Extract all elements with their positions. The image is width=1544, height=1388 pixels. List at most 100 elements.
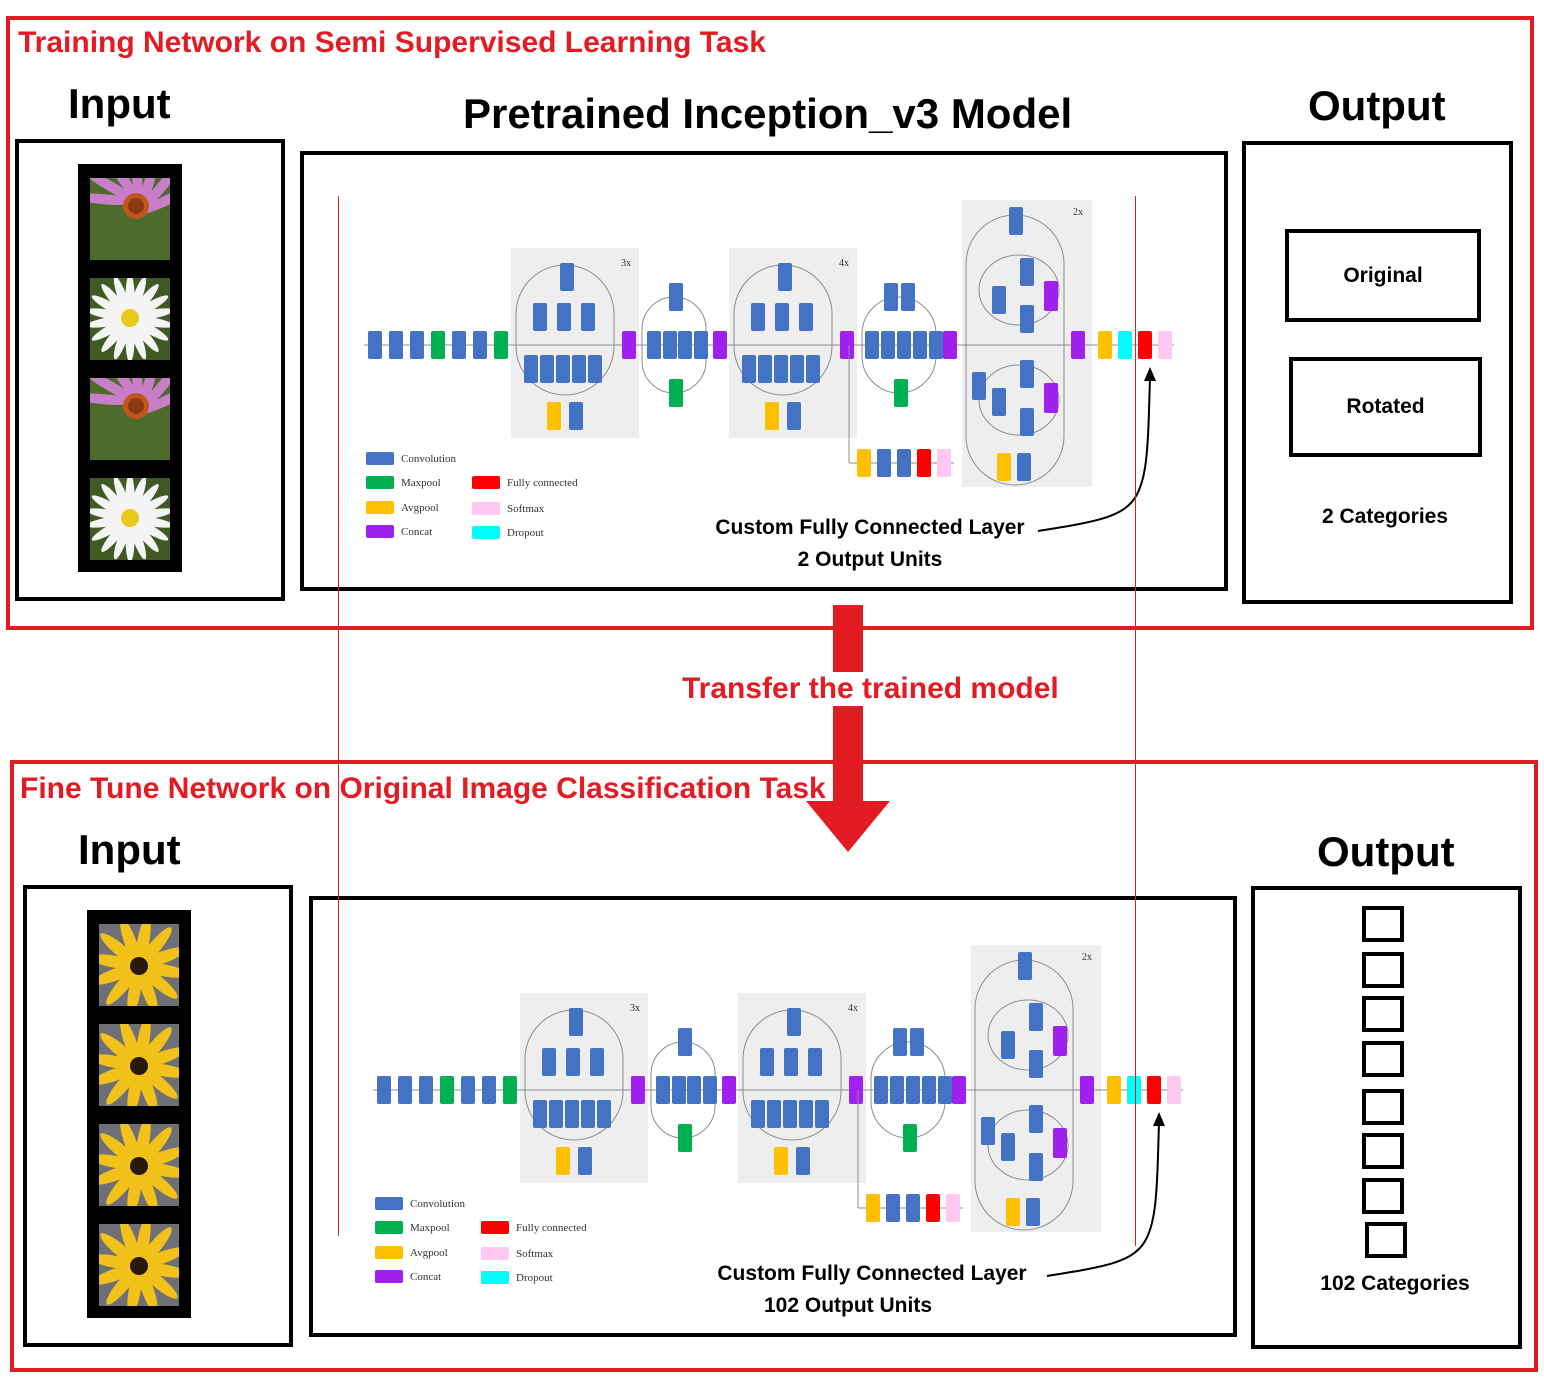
maxpool-block xyxy=(503,1076,517,1104)
petal xyxy=(90,193,139,206)
concat-block xyxy=(840,331,854,359)
petal xyxy=(102,378,143,407)
conv-block xyxy=(482,1076,496,1104)
flower-center xyxy=(128,398,144,414)
legend-label: Convolution xyxy=(410,1198,466,1210)
conv-block xyxy=(566,1048,580,1076)
conv-block xyxy=(540,355,554,383)
conv-block xyxy=(557,303,571,331)
repeat-label: 3x xyxy=(621,258,631,269)
training-stage-title: Training Network on Semi Supervised Lear… xyxy=(18,26,766,59)
petal xyxy=(90,178,141,205)
conv-block xyxy=(419,1076,433,1104)
category-box xyxy=(1362,996,1404,1032)
arrow-head xyxy=(1144,367,1156,381)
petal xyxy=(138,1263,179,1278)
petal xyxy=(140,378,161,412)
bottom-input-label: Input xyxy=(78,826,181,873)
petal xyxy=(129,515,170,528)
conv-block xyxy=(533,1100,547,1128)
conv-block xyxy=(884,283,898,311)
training-stage-panel xyxy=(6,16,1534,630)
conv-block xyxy=(922,1076,936,1104)
avgpool-block xyxy=(1006,1198,1020,1226)
conv-block xyxy=(542,1048,556,1076)
legend-swatch xyxy=(375,1246,403,1259)
softmax-block xyxy=(1167,1076,1181,1104)
petal xyxy=(138,1047,179,1068)
input-image-black-eyed-susan xyxy=(99,1124,179,1206)
conv-block xyxy=(775,303,789,331)
petal xyxy=(128,178,145,209)
petal xyxy=(90,393,139,406)
petal xyxy=(127,1165,142,1206)
top-input-filmstrip xyxy=(78,164,182,572)
top-custom-layer-units: 2 Output Units xyxy=(797,548,943,571)
conv-block xyxy=(569,1008,583,1036)
input-image-black-eyed-susan xyxy=(99,1024,179,1106)
conv-block xyxy=(669,283,683,311)
petal xyxy=(140,178,161,212)
petal xyxy=(138,1063,179,1078)
legend-label: Avgpool xyxy=(401,502,439,514)
guide-line-left xyxy=(338,196,339,1236)
conv-block xyxy=(1029,1050,1043,1078)
category-box xyxy=(1362,1089,1404,1125)
model-title: Pretrained Inception_v3 Model xyxy=(463,90,1073,137)
purple-coneflower-picture xyxy=(90,178,170,260)
concat-block xyxy=(713,331,727,359)
top-output-label: Output xyxy=(1308,82,1446,129)
flower-center xyxy=(130,957,148,975)
flower-center xyxy=(130,1057,148,1075)
petal xyxy=(128,478,147,519)
repeat-label: 2x xyxy=(1073,207,1083,218)
fine-tune-stage-panel xyxy=(10,760,1538,1372)
concat-block xyxy=(622,331,636,359)
conv-block xyxy=(774,355,788,383)
conv-block xyxy=(678,1028,692,1056)
flower-center xyxy=(130,1157,148,1175)
petal xyxy=(120,1024,141,1067)
fc-block xyxy=(926,1194,940,1222)
legend-label: Avgpool xyxy=(410,1247,448,1259)
petal xyxy=(138,1247,179,1268)
category-box xyxy=(1362,1178,1404,1214)
conv-block xyxy=(906,1194,920,1222)
petal xyxy=(120,924,141,967)
top-input-label: Input xyxy=(68,80,171,127)
conv-block xyxy=(806,355,820,383)
conv-block xyxy=(981,1117,995,1145)
conv-block xyxy=(569,402,583,430)
category-box xyxy=(1362,1133,1404,1169)
conv-block xyxy=(897,331,911,359)
petal xyxy=(100,1033,140,1067)
fc-block xyxy=(917,449,931,477)
bottom-output-label: Output xyxy=(1317,828,1455,875)
petal xyxy=(91,495,131,519)
conv-block xyxy=(815,1100,829,1128)
petal xyxy=(106,1165,140,1205)
petal xyxy=(106,965,140,1005)
black-eyed-susan-picture xyxy=(99,1224,179,1306)
concat-block xyxy=(849,1076,863,1104)
concat-block xyxy=(943,331,957,359)
fc-block xyxy=(1147,1076,1161,1104)
custom-layer-arrow xyxy=(1046,1121,1160,1277)
conv-block xyxy=(578,1147,592,1175)
bottom-custom-layer-units: 102 Output Units xyxy=(763,1294,932,1317)
top-custom-layer-label: Custom Fully Connected Layer xyxy=(715,516,1025,539)
conv-block xyxy=(1017,453,1031,481)
avgpool-block xyxy=(857,449,871,477)
black-eyed-susan-picture xyxy=(99,1124,179,1206)
conv-block xyxy=(877,449,891,477)
concat-block xyxy=(722,1076,736,1104)
conv-block xyxy=(890,1076,904,1104)
conv-block xyxy=(1029,1003,1043,1031)
petal xyxy=(100,1133,140,1167)
flower-center xyxy=(128,198,144,214)
conv-block xyxy=(865,331,879,359)
conv-block xyxy=(787,1008,801,1036)
repeat-label: 4x xyxy=(848,1003,858,1014)
avgpool-block xyxy=(547,402,561,430)
maxpool-block xyxy=(894,379,908,407)
